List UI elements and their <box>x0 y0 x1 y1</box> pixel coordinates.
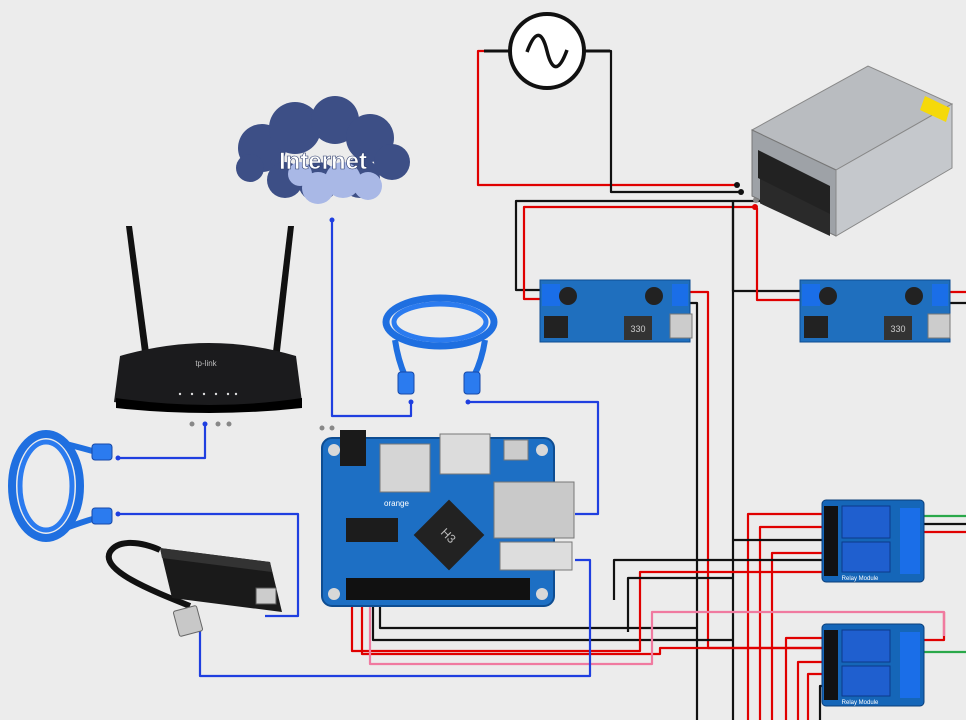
ethernet-cable-icon <box>382 294 498 395</box>
relay1-red-a <box>746 512 830 720</box>
buck1-out-black <box>688 301 699 720</box>
relay-label-2: Relay Module <box>842 700 879 706</box>
gpio-pink <box>368 590 946 666</box>
relay1-red-c <box>770 551 830 720</box>
usb-ethernet-adapter-icon <box>105 540 282 637</box>
psu-red-to-buck2 <box>755 208 805 302</box>
gpio-red-2 <box>360 590 830 656</box>
cloud-label: Internet <box>279 148 367 175</box>
buck-converter-icon-1: 330 <box>539 279 693 343</box>
gpio-red-1 <box>350 570 830 653</box>
buck-label-2: 330 <box>890 324 905 334</box>
ac-source-icon <box>484 12 610 90</box>
relay-module-icon-2: Relay Module <box>821 623 925 707</box>
net-cable-to-sbc <box>468 400 600 516</box>
net-router-to-cable <box>118 424 207 460</box>
relay2-out-red <box>922 612 946 642</box>
usb-adapter-to-sbc <box>198 558 592 678</box>
ethernet-cable-icon-left <box>8 430 113 542</box>
wires <box>115 49 966 720</box>
power-supply-icon <box>750 65 954 237</box>
relay-label-1: Relay Module <box>842 576 879 582</box>
router-brand: tp-link <box>195 359 217 368</box>
ac-wire-black <box>585 49 740 194</box>
sbc-board-icon: H3 orange <box>321 430 575 607</box>
net-internet-to-router <box>330 220 413 418</box>
sbc-brand: orange <box>384 499 409 508</box>
gpio-black-3 <box>612 558 830 600</box>
router-icon: tp-link <box>114 226 302 413</box>
psu-black-to-buck1 <box>514 199 763 292</box>
gpio-black-4 <box>626 576 733 632</box>
buck-label-1: 330 <box>630 324 645 334</box>
cloud-icon: Internet <box>236 96 410 204</box>
net-cable-to-adapter <box>118 512 300 618</box>
buck-converter-icon-2: 330 <box>799 279 951 343</box>
relay2-red-b <box>796 660 830 720</box>
psu-red-to-buck1 <box>522 205 755 301</box>
relay1-red-b <box>758 525 830 720</box>
relay-module-icon-1: Relay Module <box>821 499 925 583</box>
relay2-red-a <box>784 636 830 720</box>
